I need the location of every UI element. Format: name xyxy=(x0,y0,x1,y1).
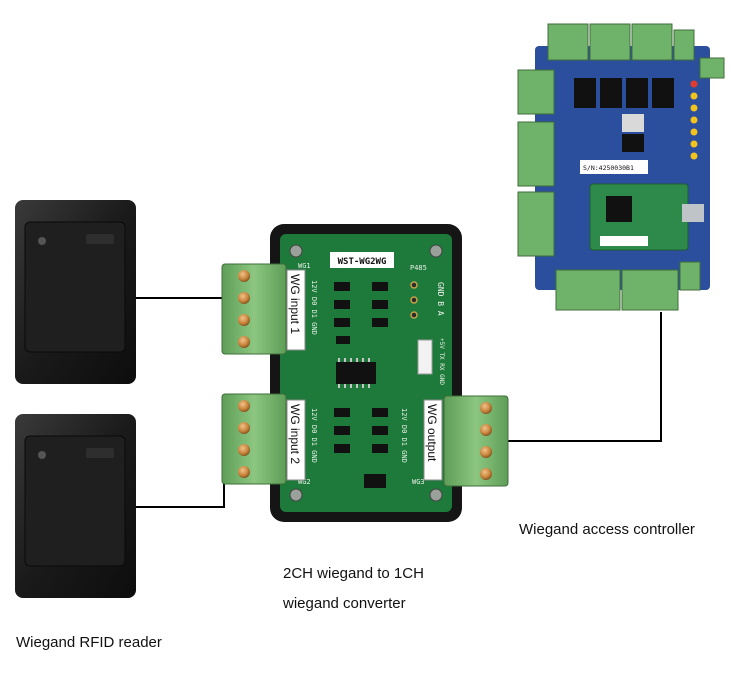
controller-bottom-terminals xyxy=(555,261,701,311)
wire-reader2-to-input2 xyxy=(136,478,225,508)
mounting-holes xyxy=(289,244,443,502)
terminal-output: WG output xyxy=(423,395,509,487)
converter-board: WST-WG2WG P485 WG1 WG2 WG3 GND B A +5V T… xyxy=(270,224,462,522)
converter-caption-line-2: wiegand converter xyxy=(283,595,406,612)
port-p485-label: P485 xyxy=(410,264,427,272)
access-controller-board: S/N:4250030B1 xyxy=(517,23,725,311)
uart-connector xyxy=(417,339,433,375)
input1-label: WG input 1 xyxy=(288,274,302,334)
pins-output-label: 12V D0 D1 GND xyxy=(400,408,408,463)
reader-led-icon xyxy=(38,237,46,245)
relays xyxy=(574,78,674,108)
terminal-input-1: WG input 1 xyxy=(221,263,306,355)
terminal-screws xyxy=(238,270,250,348)
pins-input1-label: 12V D0 D1 GND xyxy=(310,280,318,335)
port-wg3-label: WG3 xyxy=(412,478,425,486)
rfid-reader-2 xyxy=(15,414,136,598)
pin-header-485 xyxy=(410,281,418,319)
terminal-screws xyxy=(480,402,492,480)
controller-top-terminals xyxy=(547,23,725,79)
pins-485-label: GND B A xyxy=(436,282,445,316)
converter-caption: 2CH wiegand to 1CH wiegand converter xyxy=(283,559,424,619)
reader-caption: Wiegand RFID reader xyxy=(16,634,162,651)
main-ic xyxy=(336,362,376,384)
rfid-reader-1 xyxy=(15,200,136,384)
status-leds xyxy=(690,80,698,160)
controller-serial-label: S/N:4250030B1 xyxy=(583,164,634,172)
smd-components xyxy=(334,282,388,488)
terminal-input-2: WG input 2 xyxy=(221,393,306,485)
pins-input2-label: 12V D0 D1 GND xyxy=(310,408,318,463)
wires xyxy=(136,297,662,508)
controller-left-terminals xyxy=(517,69,555,257)
wire-output-to-controller xyxy=(506,312,662,442)
controller-caption: Wiegand access controller xyxy=(519,521,695,538)
port-wg1-label: WG1 xyxy=(298,262,311,270)
terminal-screws xyxy=(238,400,250,478)
input2-label: WG input 2 xyxy=(288,404,302,464)
output-label: WG output xyxy=(425,404,439,462)
model-label: WST-WG2WG xyxy=(338,257,387,267)
voltage-regulators xyxy=(622,114,644,152)
reader-led-icon xyxy=(38,451,46,459)
converter-caption-line-1: 2CH wiegand to 1CH xyxy=(283,565,424,582)
port-wg2-label: WG2 xyxy=(298,478,311,486)
pins-uart-label: +5V TX RX GND xyxy=(438,338,445,385)
